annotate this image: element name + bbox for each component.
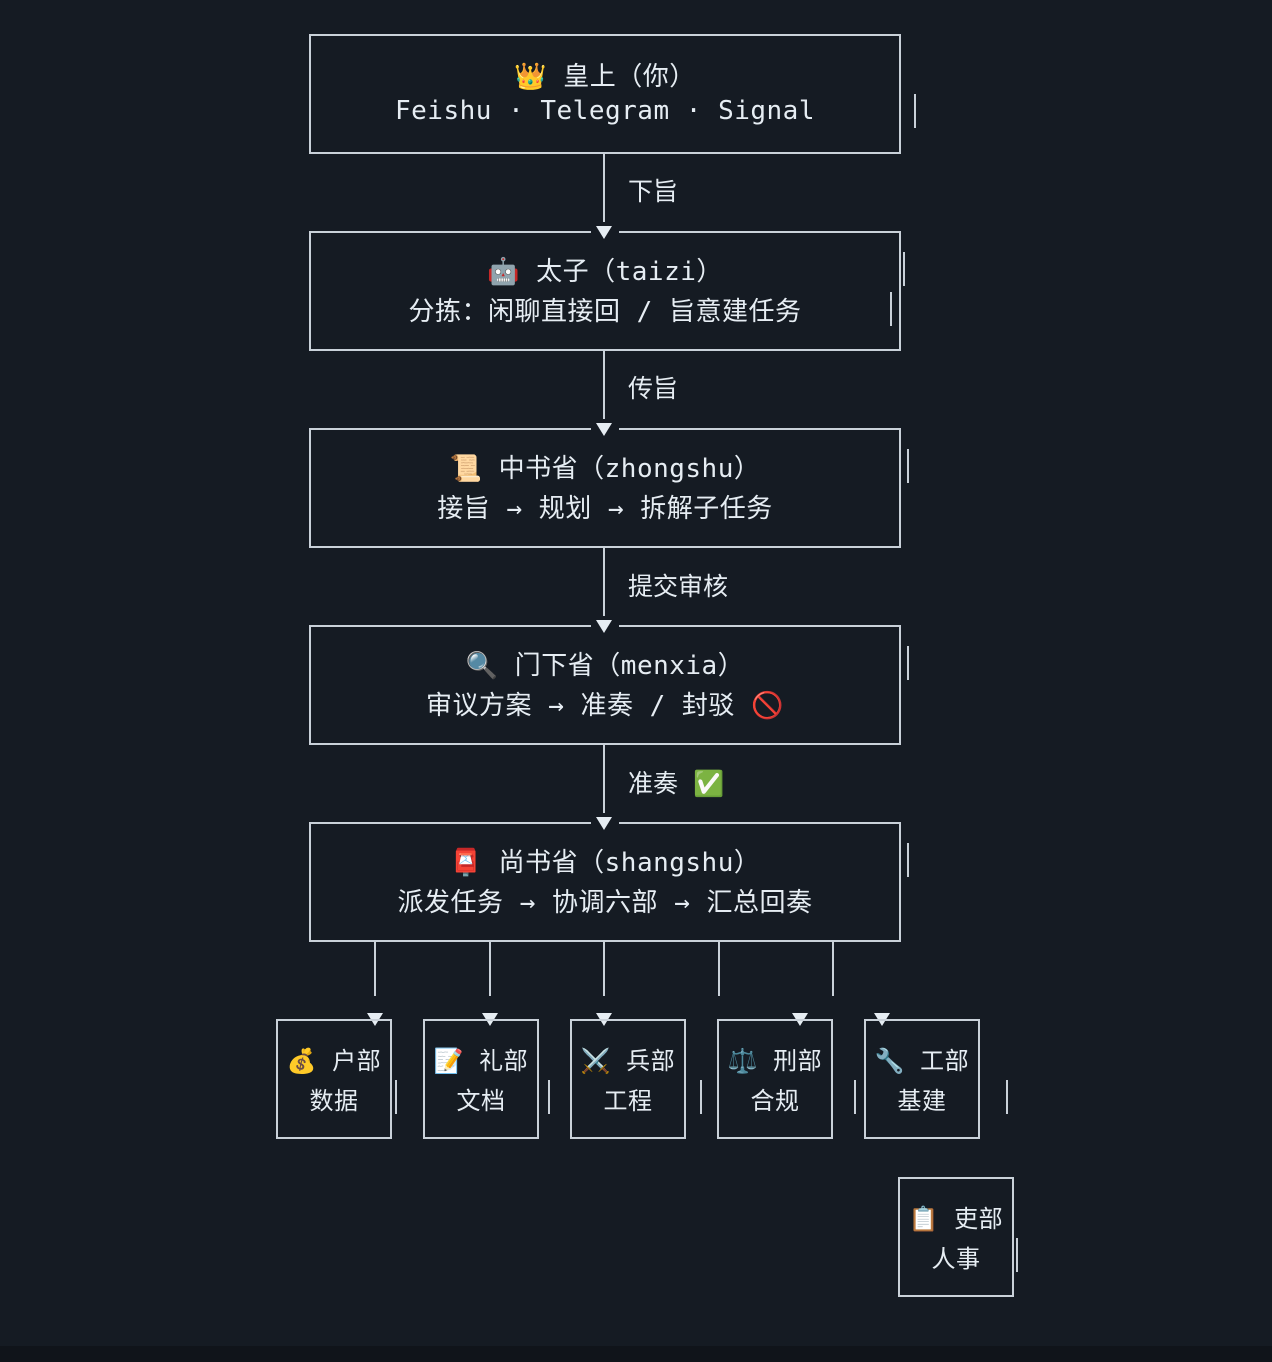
box-stray-edge [914,94,916,128]
box-stray-edge [890,292,892,326]
ministry-gongbu-desc: 基建 [897,1087,947,1115]
connector-line [603,548,605,616]
ministry-libu-rites-title: 📝 礼部 [433,1047,529,1075]
node-emperor-channels: Feishu · Telegram · Signal [395,96,815,126]
ministry-libu-personnel-title: 📋 吏部 [908,1205,1004,1233]
ministry-libu-rites-desc: 文档 [456,1087,506,1115]
ministry-xingbu: ⚖️ 刑部 合规 [717,1019,833,1139]
node-menxia-title: 🔍 门下省（menxia） [465,651,745,681]
arrow-down-icon [596,226,612,239]
node-taizi-desc: 分拣：闲聊直接回 / 旨意建任务 [408,297,802,327]
branch-line [374,942,376,996]
ministry-xingbu-title: ⚖️ 刑部 [727,1047,823,1075]
connector-line [603,351,605,419]
ministry-gongbu-title: 🔧 工部 [874,1047,970,1075]
ministry-gongbu: 🔧 工部 基建 [864,1019,980,1139]
arrow-down-icon [596,620,612,633]
connector-line [603,745,605,813]
box-stray-edge [907,646,909,680]
box-stray-edge [903,252,905,286]
node-emperor-title: 👑 皇上（你） [514,62,696,92]
branch-line [718,942,720,996]
node-shangshu-desc: 派发任务 → 协调六部 → 汇总回奏 [397,888,813,918]
edge-label-approve: 准奏 ✅ [628,769,725,798]
ministry-hubu-desc: 数据 [309,1087,359,1115]
box-stray-edge [1016,1238,1018,1272]
node-menxia: 🔍 门下省（menxia） 审议方案 → 准奏 / 封驳 🚫 [309,625,901,745]
branch-line [603,942,605,996]
box-stray-edge [1006,1080,1008,1114]
arrow-down-icon [596,423,612,436]
arrow-down-icon [596,817,612,830]
node-zhongshu-title: 📜 中书省（zhongshu） [449,454,761,484]
ministry-bingbu-title: ⚔️ 兵部 [580,1047,676,1075]
box-stray-edge [395,1080,397,1114]
box-stray-edge [907,449,909,483]
ministry-hubu-title: 💰 户部 [286,1047,382,1075]
footer-strip [0,1346,1272,1362]
node-emperor: 👑 皇上（你） Feishu · Telegram · Signal [309,34,901,154]
node-shangshu: 📮 尚书省（shangshu） 派发任务 → 协调六部 → 汇总回奏 [309,822,901,942]
node-taizi: 🤖 太子（taizi） 分拣：闲聊直接回 / 旨意建任务 [309,231,901,351]
ministry-xingbu-desc: 合规 [750,1087,800,1115]
edge-label-submit-review: 提交审核 [628,572,729,601]
box-stray-edge [548,1080,550,1114]
branch-line [832,942,834,996]
ministry-hubu: 💰 户部 数据 [276,1019,392,1139]
ministry-libu-personnel: 📋 吏部 人事 [898,1177,1014,1297]
box-stray-edge [854,1080,856,1114]
node-menxia-desc: 审议方案 → 准奏 / 封驳 🚫 [426,691,784,721]
ministry-bingbu-desc: 工程 [603,1087,653,1115]
box-stray-edge [907,843,909,877]
node-shangshu-title: 📮 尚书省（shangshu） [449,848,761,878]
connector-line [603,154,605,222]
node-taizi-title: 🤖 太子（taizi） [487,257,723,287]
ministry-libu-rites: 📝 礼部 文档 [423,1019,539,1139]
box-stray-edge [700,1080,702,1114]
edge-label-issue-decree: 下旨 [628,177,679,206]
branch-line [489,942,491,996]
node-zhongshu-desc: 接旨 → 规划 → 拆解子任务 [437,494,773,524]
ministry-bingbu: ⚔️ 兵部 工程 [570,1019,686,1139]
edge-label-pass-decree: 传旨 [628,374,679,403]
ministry-libu-personnel-desc: 人事 [931,1245,981,1273]
node-zhongshu: 📜 中书省（zhongshu） 接旨 → 规划 → 拆解子任务 [309,428,901,548]
